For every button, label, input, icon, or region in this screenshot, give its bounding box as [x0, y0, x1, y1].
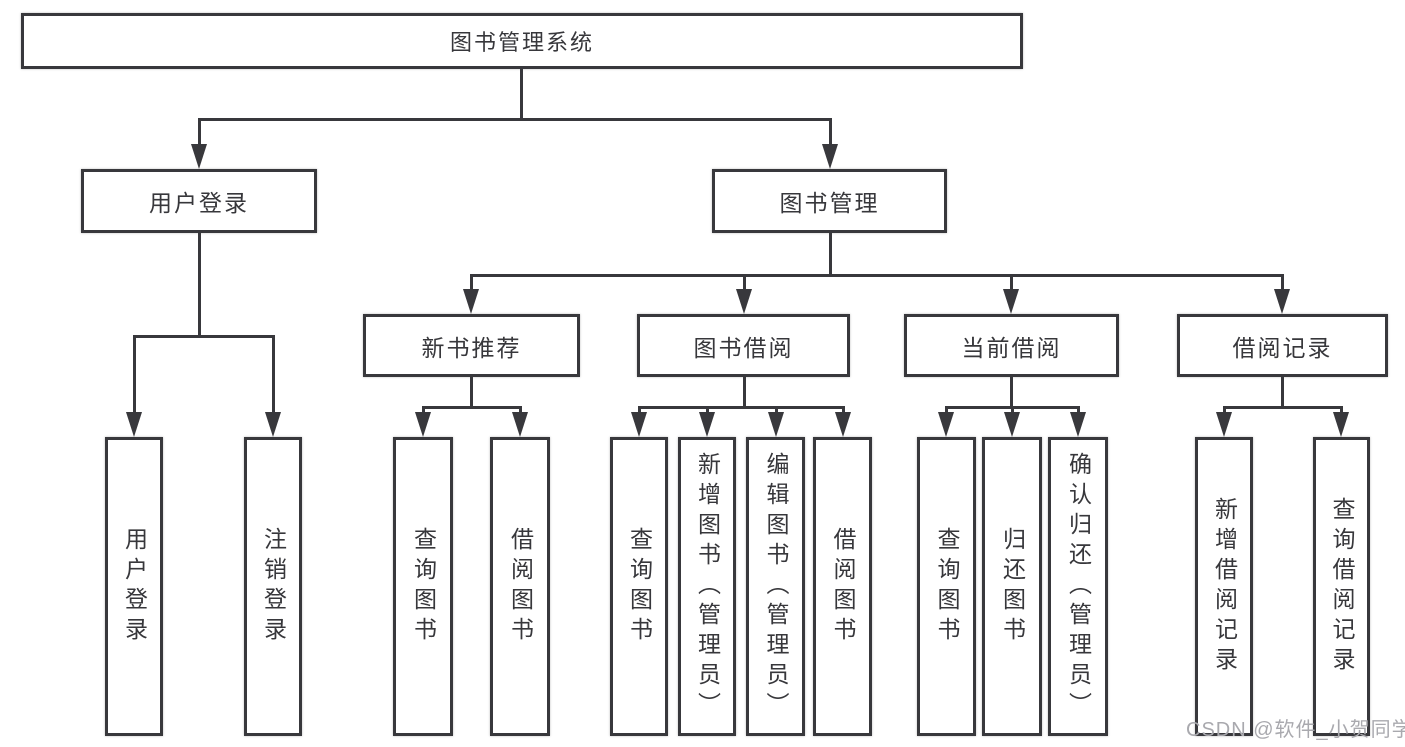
arrow-down-icon — [1003, 289, 1019, 314]
connector-line — [829, 233, 832, 274]
arrow-down-icon — [265, 412, 281, 437]
arrow-down-icon — [512, 412, 528, 437]
leaf-logout: 注销登录 — [244, 437, 302, 736]
connector-line — [1281, 274, 1284, 289]
leaf-label: 查询图书 — [934, 526, 960, 647]
arrow-down-icon — [699, 412, 715, 437]
node-current-borrowing: 当前借阅 — [904, 314, 1119, 377]
csdn-watermark: CSDN @软件_小贺同学 — [1186, 719, 1405, 741]
connector-line — [706, 406, 709, 412]
connector-line — [470, 274, 1283, 277]
leaf-label: 查询图书 — [626, 526, 653, 647]
arrow-down-icon — [938, 412, 954, 437]
connector-line — [422, 406, 521, 409]
node-user-login: 用户登录 — [81, 169, 317, 233]
node-borrowing-records: 借阅记录 — [1177, 314, 1388, 377]
arrow-down-icon — [463, 289, 479, 314]
leaf-label: 借阅图书 — [507, 526, 534, 647]
connector-line — [272, 335, 275, 412]
arrow-down-icon — [126, 412, 142, 437]
connector-line — [1010, 377, 1013, 406]
leaf-label: 查询借阅记录 — [1329, 496, 1355, 677]
arrow-down-icon — [1004, 412, 1020, 437]
leaf-label: 新增图书（管理员） — [694, 451, 721, 722]
connector-line — [1223, 406, 1226, 412]
connector-line — [519, 406, 522, 412]
leaf-add-books-admin: 新增图书（管理员） — [678, 437, 736, 736]
connector-line — [133, 335, 275, 338]
leaf-user-login: 用户登录 — [105, 437, 163, 736]
connector-line — [829, 118, 832, 144]
connector-line — [422, 406, 425, 412]
arrow-down-icon — [415, 412, 431, 437]
leaf-label: 确认归还（管理员） — [1065, 451, 1092, 722]
connector-line — [198, 118, 832, 121]
connector-line — [743, 377, 746, 406]
connector-line — [1077, 406, 1080, 412]
arrow-down-icon — [631, 412, 647, 437]
leaf-label: 借阅图书 — [830, 526, 856, 647]
node-library-management-system: 图书管理系统 — [21, 13, 1023, 69]
node-book-borrowing: 图书借阅 — [637, 314, 850, 377]
leaf-query-books: 查询图书 — [610, 437, 668, 736]
connector-line — [198, 233, 201, 335]
leaf-label: 编辑图书（管理员） — [763, 451, 789, 722]
leaf-label: 注销登录 — [260, 526, 287, 647]
leaf-add-borrow-record: 新增借阅记录 — [1195, 437, 1253, 736]
connector-line — [775, 406, 778, 412]
arrow-down-icon — [1216, 412, 1232, 437]
connector-line — [198, 118, 201, 144]
leaf-label: 查询图书 — [410, 526, 437, 647]
connector-line — [1340, 406, 1343, 412]
leaf-query-books: 查询图书 — [393, 437, 453, 736]
leaf-borrow-books: 借阅图书 — [813, 437, 872, 736]
node-new-book-recommend: 新书推荐 — [363, 314, 580, 377]
arrow-down-icon — [191, 144, 207, 169]
connector-line — [520, 69, 523, 118]
leaf-label: 归还图书 — [999, 526, 1026, 647]
connector-line — [743, 274, 746, 289]
arrow-down-icon — [835, 412, 851, 437]
arrow-down-icon — [1274, 289, 1290, 314]
leaf-return-books: 归还图书 — [982, 437, 1042, 736]
connector-line — [638, 406, 641, 412]
connector-line — [1223, 406, 1342, 409]
connector-line — [638, 406, 844, 409]
arrow-down-icon — [736, 289, 752, 314]
arrow-down-icon — [1070, 412, 1086, 437]
connector-line — [945, 406, 948, 412]
leaf-borrow-books: 借阅图书 — [490, 437, 550, 736]
connector-line — [1010, 274, 1013, 289]
arrow-down-icon — [768, 412, 784, 437]
connector-line — [470, 377, 473, 406]
arrow-down-icon — [822, 144, 838, 169]
leaf-label: 新增借阅记录 — [1211, 496, 1238, 677]
leaf-confirm-return-admin: 确认归还（管理员） — [1048, 437, 1108, 736]
leaf-query-books: 查询图书 — [917, 437, 976, 736]
leaf-query-borrow-record: 查询借阅记录 — [1313, 437, 1370, 736]
connector-line — [842, 406, 845, 412]
arrow-down-icon — [1333, 412, 1349, 437]
leaf-edit-books-admin: 编辑图书（管理员） — [746, 437, 805, 736]
node-book-management: 图书管理 — [712, 169, 947, 233]
connector-line — [470, 274, 473, 289]
connector-line — [1011, 406, 1014, 412]
connector-line — [133, 335, 136, 412]
leaf-label: 用户登录 — [121, 526, 148, 647]
connector-line — [1281, 377, 1284, 406]
